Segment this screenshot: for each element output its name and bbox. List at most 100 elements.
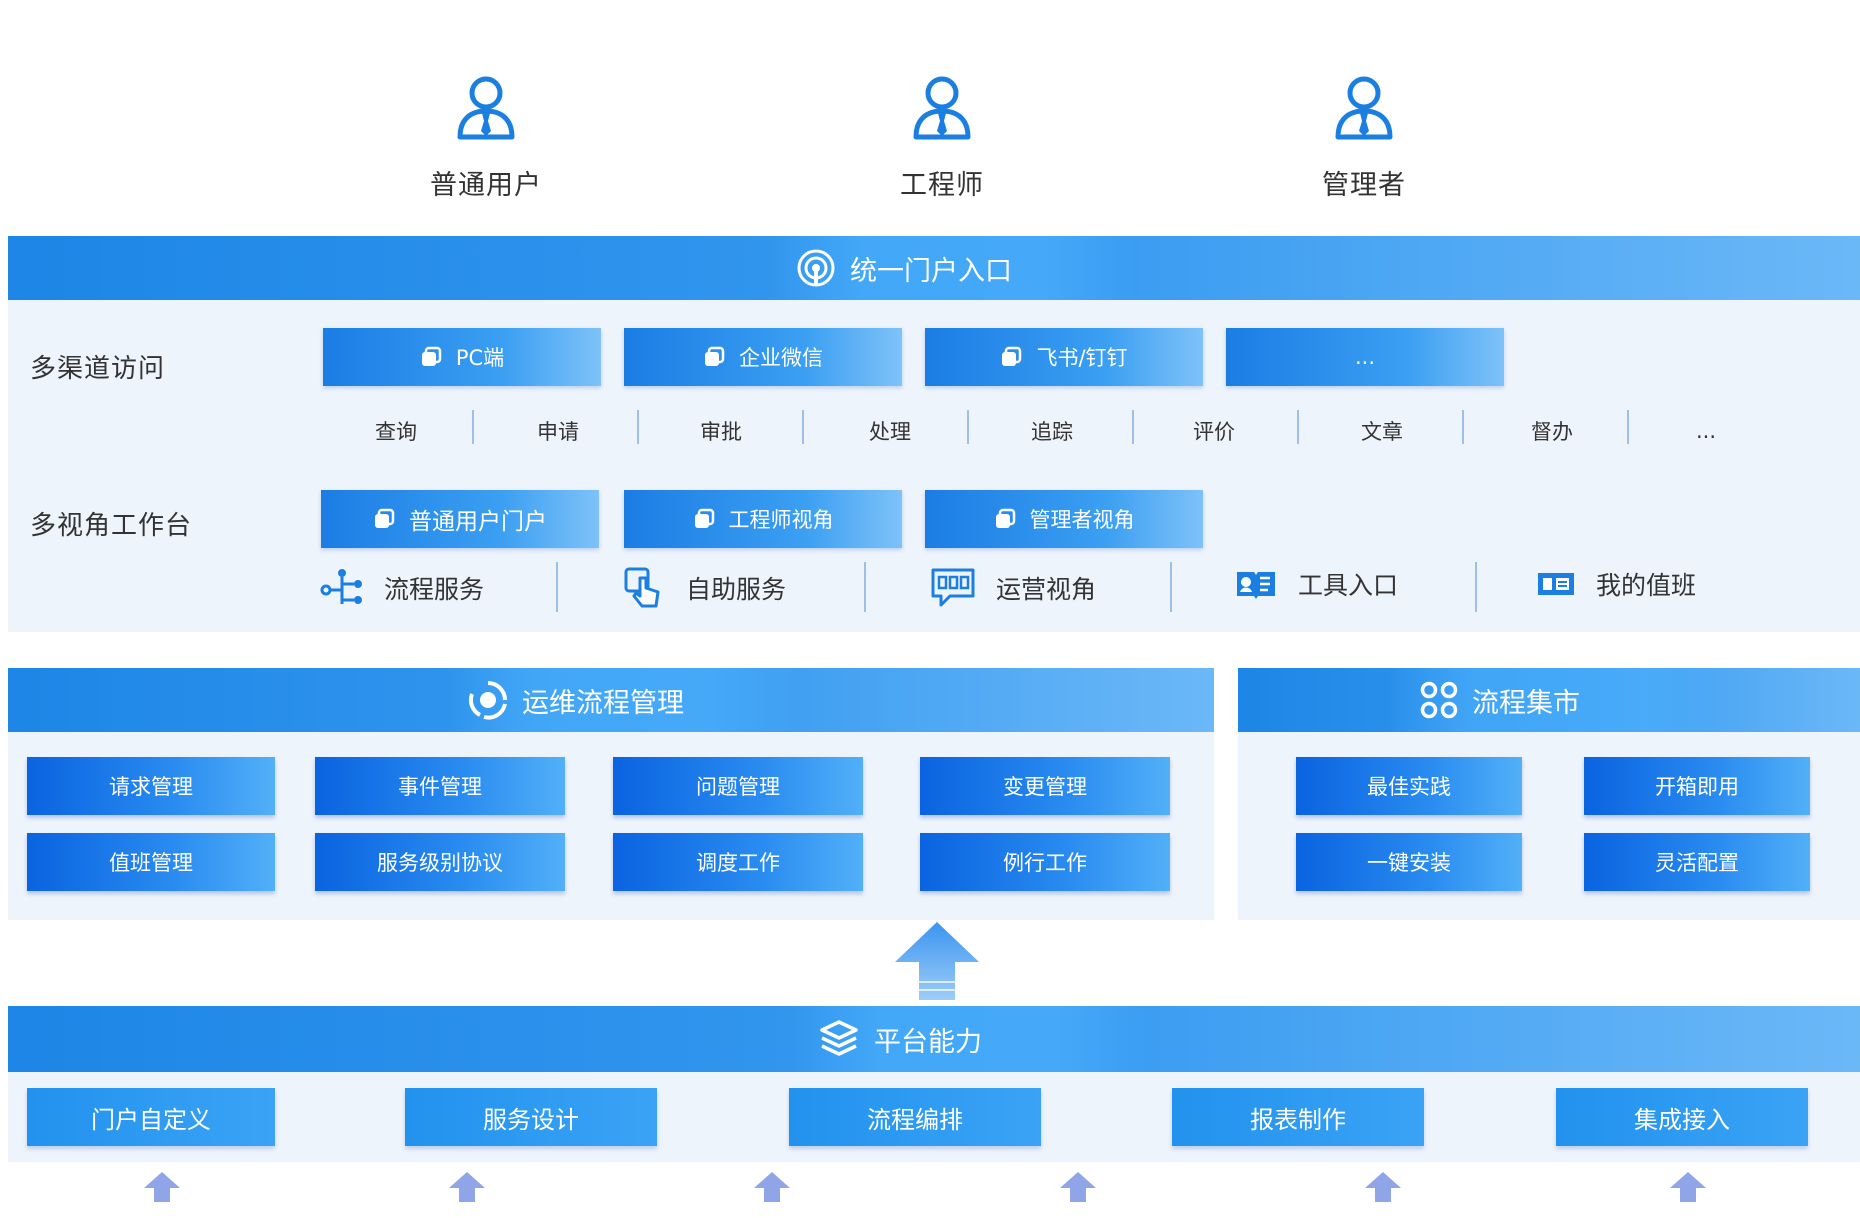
view-normal-user[interactable]: 普通用户门户 [321,490,599,548]
ops-tile[interactable]: 事件管理 [315,757,565,815]
book-icon [1234,566,1278,602]
service-label: 工具入口 [1298,571,1399,600]
action-item[interactable]: 督办 [1531,420,1573,444]
divider [967,410,969,444]
ops-tile[interactable]: 值班管理 [27,833,275,891]
up-arrow-icon [754,1172,790,1202]
ops-tile[interactable]: 调度工作 [613,833,863,891]
action-item[interactable]: 审批 [700,420,742,444]
market-tile[interactable]: 开箱即用 [1584,757,1810,815]
service-duty[interactable]: 我的值班 [1536,556,1696,612]
ops-title: 运维流程管理 [448,668,798,732]
up-arrow-icon [1060,1172,1096,1202]
user-icon [457,76,515,140]
platform-tile[interactable]: 服务设计 [405,1088,657,1146]
grid-icon [1420,681,1458,719]
channel-label: 企业微信 [739,346,823,370]
channel-feishu[interactable]: 飞书/钉钉 [925,328,1203,386]
platform-tile[interactable]: 流程编排 [789,1088,1041,1146]
platform-title-text: 平台能力 [874,1026,982,1058]
service-label: 运营视角 [996,575,1097,604]
window-icon [994,508,1016,530]
workbench-label: 多视角工作台 [30,511,193,541]
id-card-icon [1536,569,1576,599]
hand-click-icon [622,566,666,610]
action-item[interactable]: 申请 [537,420,579,444]
user-manager: 管理者 [1284,75,1444,202]
divider [472,410,474,444]
market-title-text: 流程集市 [1472,687,1580,719]
action-item[interactable]: ... [1695,419,1717,443]
divider [1627,410,1629,444]
ops-tile[interactable]: 服务级别协议 [315,833,565,891]
user-icon [1335,76,1393,140]
ops-header: 运维流程管理 [8,668,1214,732]
up-arrow-icon [1365,1172,1401,1202]
platform-tile[interactable]: 集成接入 [1556,1088,1808,1146]
up-arrow-icon [1670,1172,1706,1202]
flow-icon [320,566,364,610]
ops-tile[interactable]: 变更管理 [920,757,1170,815]
view-engineer[interactable]: 工程师视角 [624,490,902,548]
chat-dashboard-icon [930,566,976,610]
platform-tile[interactable]: 门户自定义 [27,1088,275,1146]
up-arrow-icon [144,1172,180,1202]
window-icon [693,508,715,530]
action-item[interactable]: 处理 [869,420,911,444]
divider [1297,410,1299,444]
action-item[interactable]: 追踪 [1031,420,1073,444]
window-icon [703,346,725,368]
portal-title-text: 统一门户入口 [850,255,1012,287]
action-item[interactable]: 文章 [1361,420,1403,444]
service-operations[interactable]: 运营视角 [930,560,1096,616]
market-tile[interactable]: 灵活配置 [1584,833,1810,891]
ops-tile[interactable]: 例行工作 [920,833,1170,891]
layers-icon [818,1018,860,1060]
market-title: 流程集市 [1388,668,1730,732]
view-manager[interactable]: 管理者视角 [925,490,1203,548]
signal-icon [796,248,836,288]
channel-wecom[interactable]: 企业微信 [624,328,902,386]
service-tools[interactable]: 工具入口 [1234,556,1398,612]
view-label: 管理者视角 [1029,508,1135,532]
service-self[interactable]: 自助服务 [622,560,786,616]
action-item[interactable]: 查询 [375,420,417,444]
up-arrow-icon [449,1172,485,1202]
portal-header: 统一门户入口 [8,236,1860,300]
window-icon [1000,346,1022,368]
user-label: 工程师 [900,170,984,201]
ops-tile[interactable]: 问题管理 [613,757,863,815]
market-tile[interactable]: 最佳实践 [1296,757,1522,815]
platform-tile[interactable]: 报表制作 [1172,1088,1424,1146]
service-label: 自助服务 [686,575,787,604]
divider [802,410,804,444]
market-tile[interactable]: 一键安装 [1296,833,1522,891]
divider [556,562,558,612]
view-label: 普通用户门户 [409,509,547,535]
ops-title-text: 运维流程管理 [522,687,684,719]
platform-title: 平台能力 [788,1006,1148,1072]
service-label: 流程服务 [384,575,485,604]
portal-title: 统一门户入口 [768,236,1136,300]
channel-label: ... [1354,345,1376,369]
divider [637,410,639,444]
channels-label: 多渠道访问 [30,354,166,384]
platform-header: 平台能力 [8,1006,1860,1072]
channel-more[interactable]: ... [1226,328,1504,386]
divider [864,562,866,612]
action-item[interactable]: 评价 [1193,420,1235,444]
service-process[interactable]: 流程服务 [320,560,484,616]
channel-pc[interactable]: PC端 [323,328,601,386]
view-label: 工程师视角 [728,508,834,532]
window-icon [373,508,395,530]
channel-label: PC端 [455,346,505,370]
user-icon [913,76,971,140]
user-normal: 普通用户 [406,75,566,202]
ops-tile[interactable]: 请求管理 [27,757,275,815]
divider [1132,410,1134,444]
window-icon [420,346,442,368]
divider [1475,562,1477,612]
divider [1462,410,1464,444]
user-label: 管理者 [1322,170,1406,201]
user-engineer: 工程师 [862,75,1022,202]
